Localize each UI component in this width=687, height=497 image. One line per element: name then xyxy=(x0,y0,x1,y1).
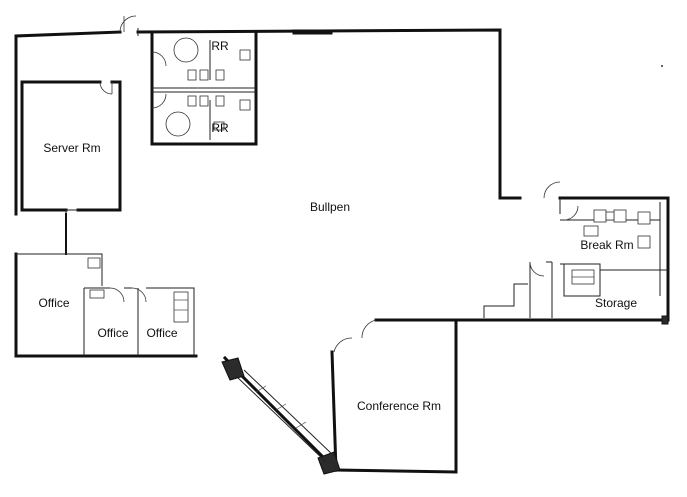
conference-door xyxy=(333,319,377,353)
break-room-label: Break Rm xyxy=(580,238,634,252)
outer-walls xyxy=(14,28,670,474)
office-label-left: Office xyxy=(38,296,70,310)
office-label-middle: Office xyxy=(97,326,129,340)
conference-room-label: Conference Rm xyxy=(356,399,442,413)
entry-door xyxy=(119,15,139,36)
misc-marks xyxy=(66,65,669,325)
storage-label: Storage xyxy=(594,296,638,310)
restroom-top-label: RR xyxy=(211,39,229,53)
office-label-right: Office xyxy=(146,326,178,340)
angled-corridor xyxy=(221,357,341,475)
restroom-block xyxy=(150,32,258,146)
server-room-label: Server Rm xyxy=(43,141,101,155)
break-storage-walls xyxy=(483,181,668,318)
bullpen-label: Bullpen xyxy=(309,200,351,214)
server-room-walls xyxy=(20,80,122,255)
office-walls xyxy=(16,253,195,356)
restroom-bottom-label: RR xyxy=(211,121,229,135)
